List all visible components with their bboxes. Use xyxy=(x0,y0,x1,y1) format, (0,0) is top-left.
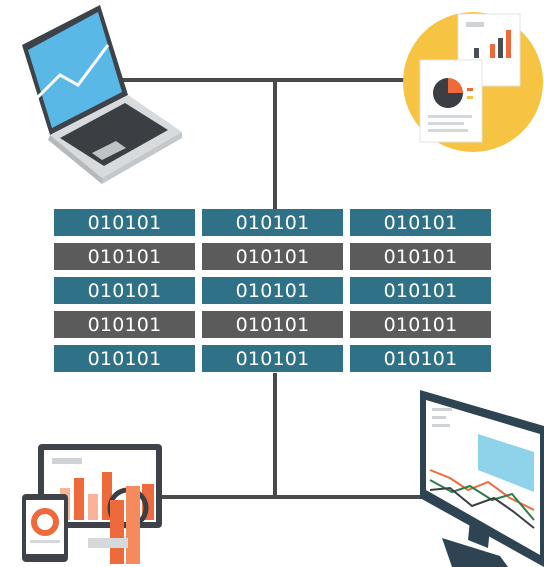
data-block: 010101 xyxy=(202,209,343,236)
data-block: 010101 xyxy=(54,311,195,338)
laptop-line-chart-icon xyxy=(22,5,182,184)
data-block: 010101 xyxy=(54,209,195,236)
data-block: 010101 xyxy=(202,277,343,304)
desktop-monitor-line-chart-icon xyxy=(420,390,544,567)
data-block: 010101 xyxy=(350,345,491,372)
binary-data-grid: 010101 010101 010101 010101 010101 010101 0101… xyxy=(54,209,492,372)
data-block: 010101 xyxy=(350,243,491,270)
report-documents-icon xyxy=(403,12,543,152)
data-block: 010101 xyxy=(54,243,195,270)
tablet-and-monitor-dashboard-icon xyxy=(22,444,162,564)
data-block: 010101 xyxy=(202,345,343,372)
data-block: 010101 xyxy=(54,277,195,304)
data-block: 010101 xyxy=(202,311,343,338)
connector-lines xyxy=(120,78,425,499)
data-block: 010101 xyxy=(54,345,195,372)
data-block: 010101 xyxy=(202,243,343,270)
data-block: 010101 xyxy=(350,277,491,304)
data-block: 010101 xyxy=(350,311,491,338)
data-block: 010101 xyxy=(350,209,491,236)
